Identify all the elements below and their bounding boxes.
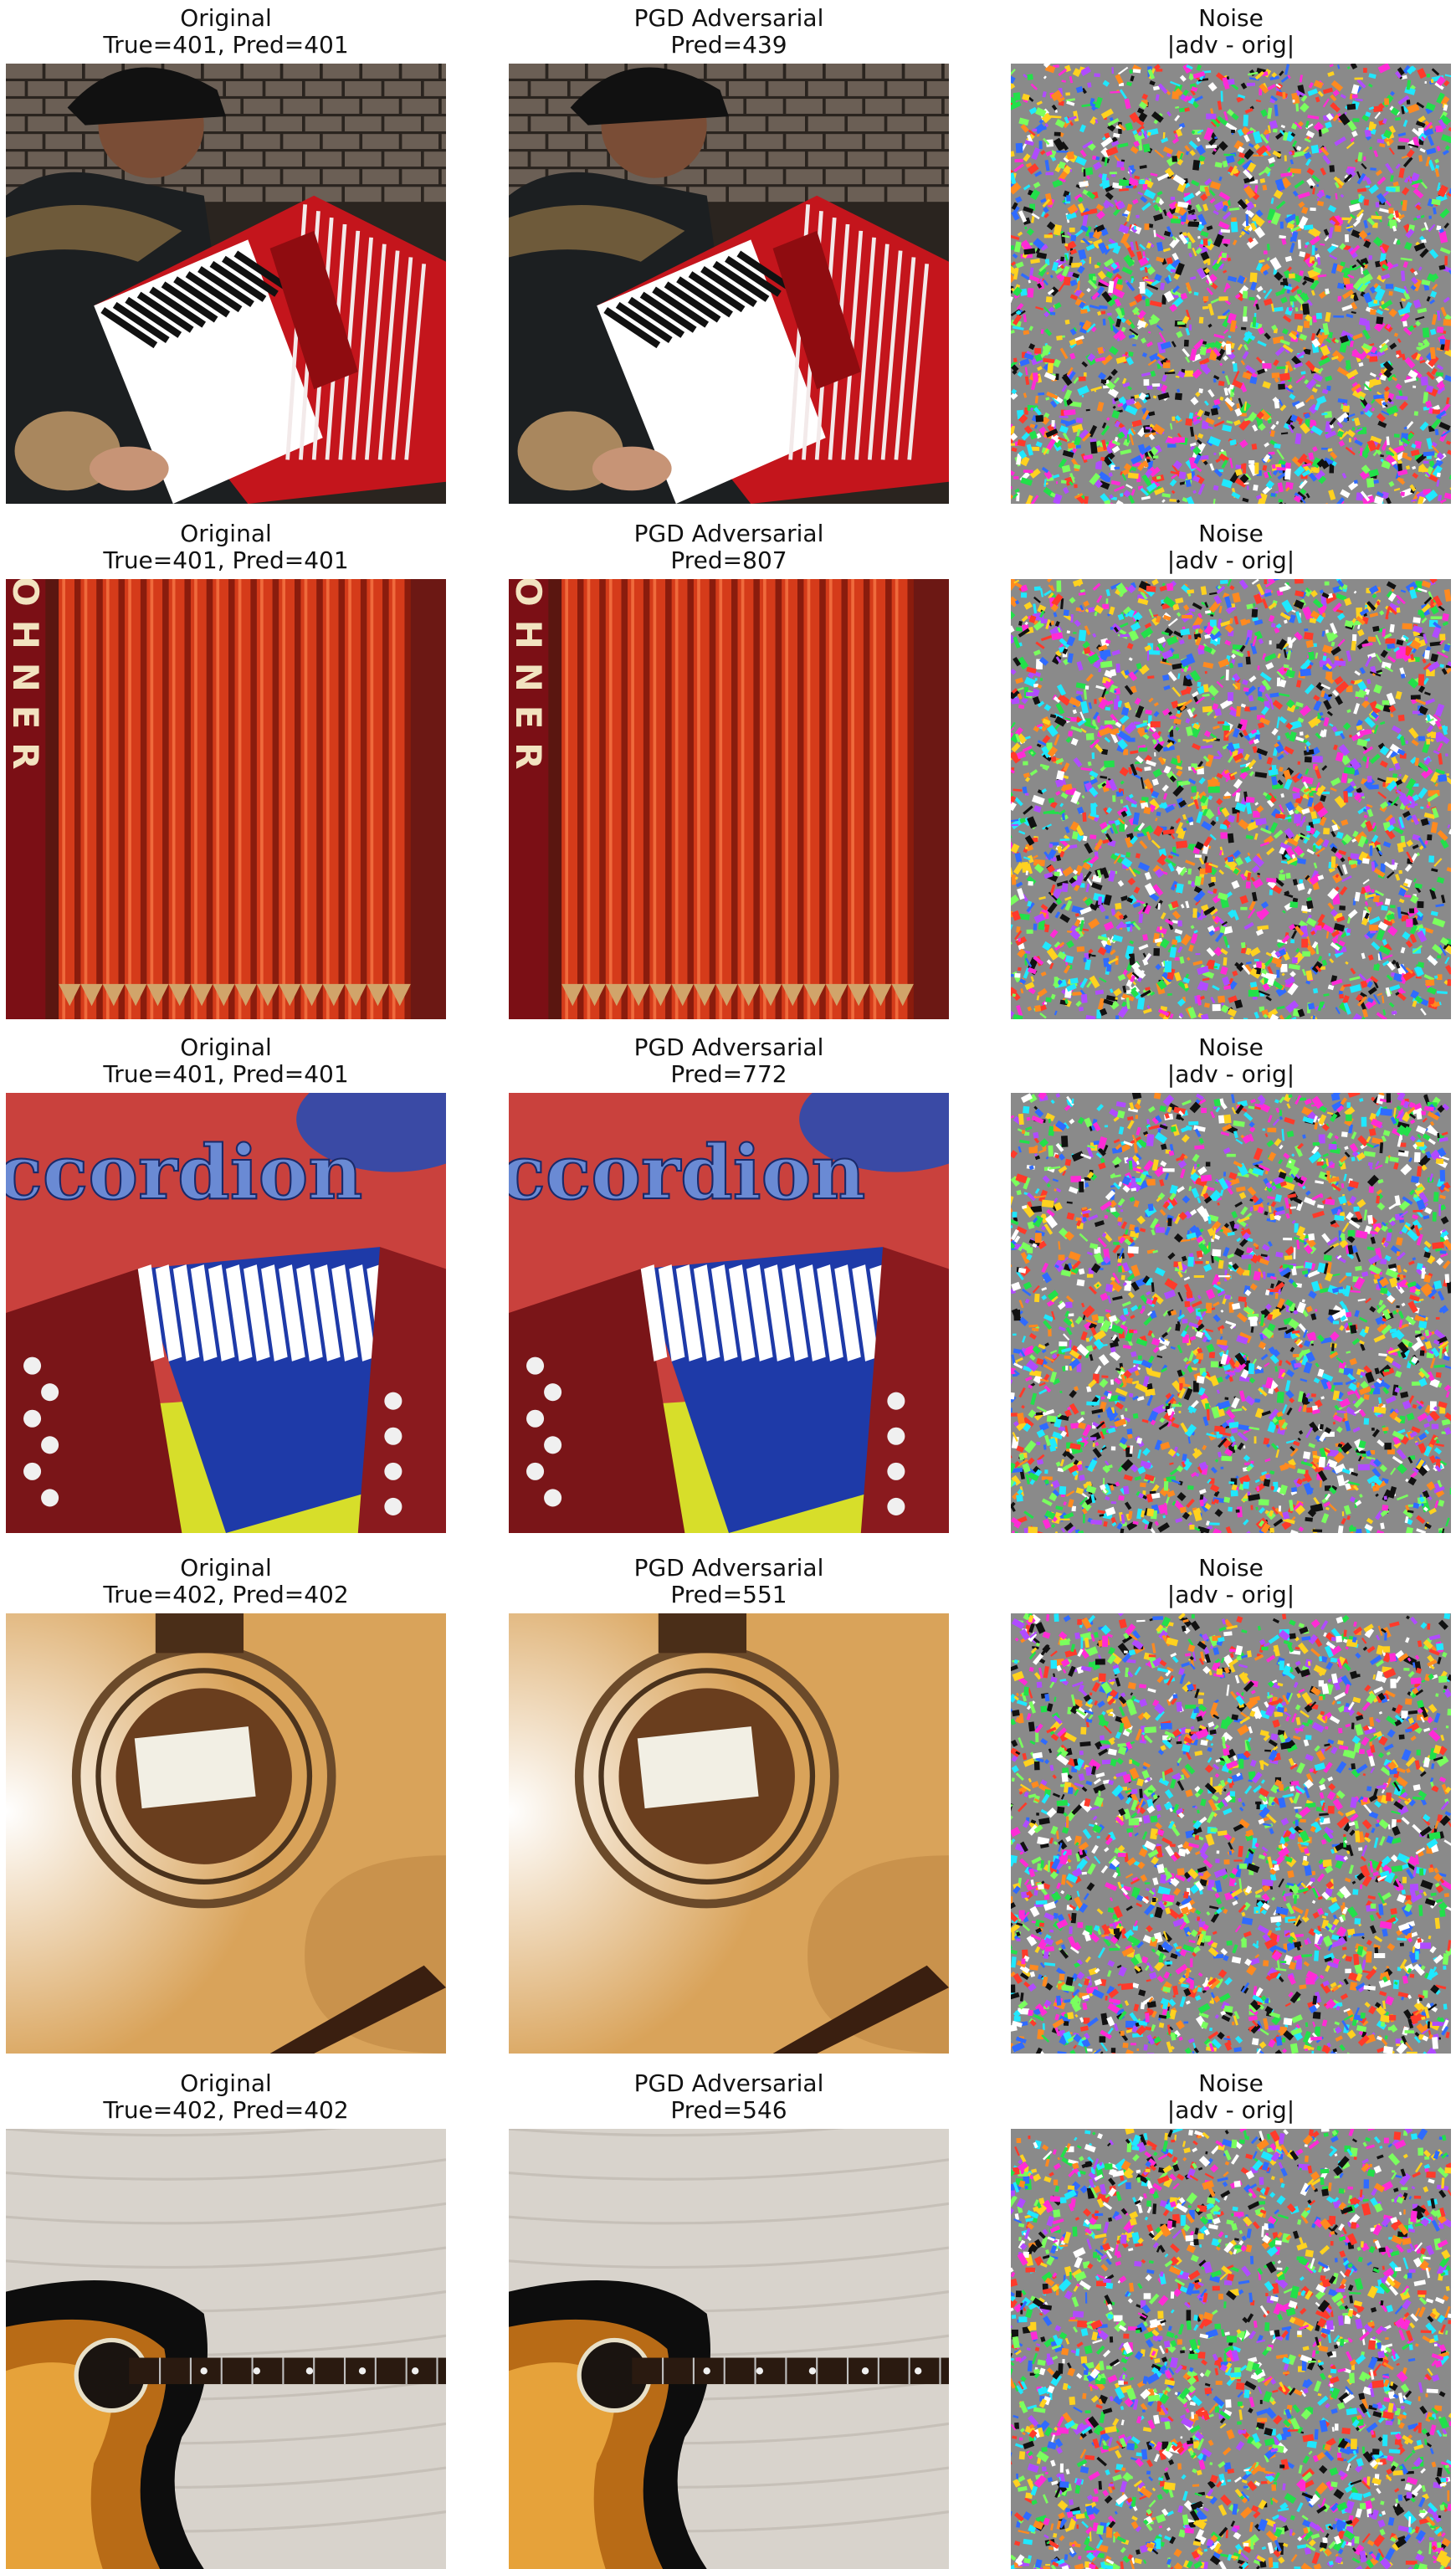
adversarial-image-5 [509, 2129, 949, 2569]
photo-text: HOHNER [6, 579, 46, 782]
noise-image-2 [1011, 579, 1451, 1019]
photo [509, 2129, 949, 2569]
adversarial-image-1 [509, 64, 949, 504]
photo [6, 2129, 446, 2569]
panel-title: Original [180, 4, 272, 32]
photo [509, 1613, 949, 2054]
panel-title: Original [180, 520, 272, 547]
panel-subtitle: |adv - orig| [1166, 31, 1295, 59]
panel-title: Noise [1198, 2069, 1264, 2097]
panel-title: PGD Adversarial [633, 2069, 824, 2097]
original-image-1 [6, 64, 446, 504]
original-image-5 [6, 2129, 446, 2569]
panel-subtitle: True=401, Pred=401 [103, 546, 349, 574]
panel-subtitle: Pred=439 [670, 31, 787, 59]
photo: HOHNER [6, 579, 446, 1019]
panel-subtitle: True=401, Pred=401 [103, 1060, 349, 1088]
photo: ccordion [6, 1093, 446, 1533]
panel-title: Noise [1198, 4, 1264, 32]
panel-subtitle: True=402, Pred=402 [103, 1581, 349, 1608]
panel-title: Noise [1198, 1033, 1264, 1061]
noise-image-1 [1011, 64, 1451, 504]
panel-subtitle: Pred=807 [670, 546, 787, 574]
panel-title: Noise [1198, 520, 1264, 547]
panel-title: Original [180, 2069, 272, 2097]
noise-pattern [1011, 64, 1451, 504]
noise-title-3: Noise|adv - orig| [980, 1034, 1456, 1088]
panel-subtitle: True=401, Pred=401 [103, 31, 349, 59]
original-image-2: HOHNER [6, 579, 446, 1019]
adversarial-image-2: HOHNER [509, 579, 949, 1019]
noise-title-1: Noise|adv - orig| [980, 5, 1456, 59]
original-image-4 [6, 1613, 446, 2054]
noise-image-3 [1011, 1093, 1451, 1533]
panel-subtitle: |adv - orig| [1166, 1581, 1295, 1608]
panel-title: PGD Adversarial [633, 520, 824, 547]
noise-pattern [1011, 1613, 1451, 2054]
photo: HOHNER [509, 579, 949, 1019]
noise-pattern [1011, 579, 1451, 1019]
photo [509, 64, 949, 504]
panel-subtitle: Pred=772 [670, 1060, 787, 1088]
photo-text: HOHNER [509, 579, 549, 782]
panel-subtitle: |adv - orig| [1166, 2096, 1295, 2124]
panel-title: PGD Adversarial [633, 1554, 824, 1582]
original-image-3: ccordion [6, 1093, 446, 1533]
adversarial-image-3: ccordion [509, 1093, 949, 1533]
noise-title-2: Noise|adv - orig| [980, 520, 1456, 574]
noise-image-5 [1011, 2129, 1451, 2569]
panel-title: PGD Adversarial [633, 1033, 824, 1061]
photo-text: ccordion [509, 1129, 865, 1217]
panel-title: PGD Adversarial [633, 4, 824, 32]
noise-image-4 [1011, 1613, 1451, 2054]
noise-title-4: Noise|adv - orig| [980, 1555, 1456, 1608]
panel-subtitle: True=402, Pred=402 [103, 2096, 349, 2124]
noise-pattern [1011, 1093, 1451, 1533]
adversarial-image-4 [509, 1613, 949, 2054]
photo: ccordion [509, 1093, 949, 1533]
panel-subtitle: |adv - orig| [1166, 546, 1295, 574]
noise-title-5: Noise|adv - orig| [980, 2070, 1456, 2124]
panel-subtitle: Pred=546 [670, 2096, 787, 2124]
photo-text: ccordion [6, 1129, 362, 1217]
noise-pattern [1011, 2129, 1451, 2569]
panel-title: Original [180, 1033, 272, 1061]
panel-title: Noise [1198, 1554, 1264, 1582]
photo [6, 64, 446, 504]
panel-subtitle: Pred=551 [670, 1581, 787, 1608]
panel-title: Original [180, 1554, 272, 1582]
photo [6, 1613, 446, 2054]
panel-subtitle: |adv - orig| [1166, 1060, 1295, 1088]
